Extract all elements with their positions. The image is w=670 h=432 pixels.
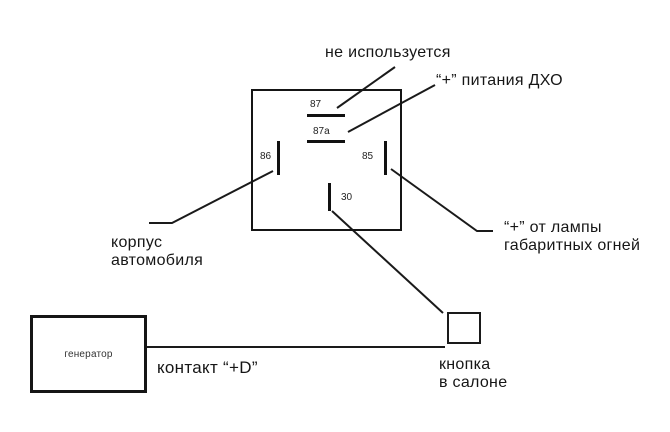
relay-pin-87-label: 87 <box>310 99 322 110</box>
relay-pin-85-bar <box>384 141 387 175</box>
label-cabin-button: кнопка в салоне <box>439 356 507 392</box>
relay-pin-30-label: 30 <box>341 192 353 203</box>
relay-pin-86-label: 86 <box>260 151 272 162</box>
relay-pin-87a-bar <box>307 140 345 143</box>
wire-pin30-to-button <box>331 210 444 314</box>
label-contact-d: контакт “+D” <box>157 358 258 377</box>
leader-line-drl-power <box>347 84 436 133</box>
label-car-body-line2: автомобиля <box>111 252 204 269</box>
leader-line-car-body <box>149 170 274 224</box>
label-not-used: не используется <box>325 44 451 61</box>
relay-box <box>251 89 402 231</box>
relay-pin-87a-label: 87a <box>313 126 330 137</box>
label-cabin-button-line2: в салоне <box>439 374 508 391</box>
relay-pin-86-bar <box>277 141 280 175</box>
relay-pin-85-label: 85 <box>362 151 374 162</box>
generator-label: генератор <box>64 348 113 360</box>
label-cabin-button-line1: кнопка <box>439 356 491 373</box>
leader-line-lamp <box>390 168 493 232</box>
leader-line-not-used <box>336 66 396 109</box>
label-lamp-line1: “+” от лампы <box>504 219 602 236</box>
label-lamp-line2: габаритных огней <box>504 237 641 254</box>
relay-pin-30-bar <box>328 183 331 211</box>
generator-box: генератор <box>30 315 147 393</box>
cabin-button-box <box>447 312 481 344</box>
label-lamp-plus: “+” от лампы габаритных огней <box>504 219 640 255</box>
relay-pin-87-bar <box>307 114 345 117</box>
label-car-body: корпус автомобиля <box>111 234 203 270</box>
label-car-body-line1: корпус <box>111 234 163 251</box>
label-drl-power: “+” питания ДХО <box>436 72 563 89</box>
